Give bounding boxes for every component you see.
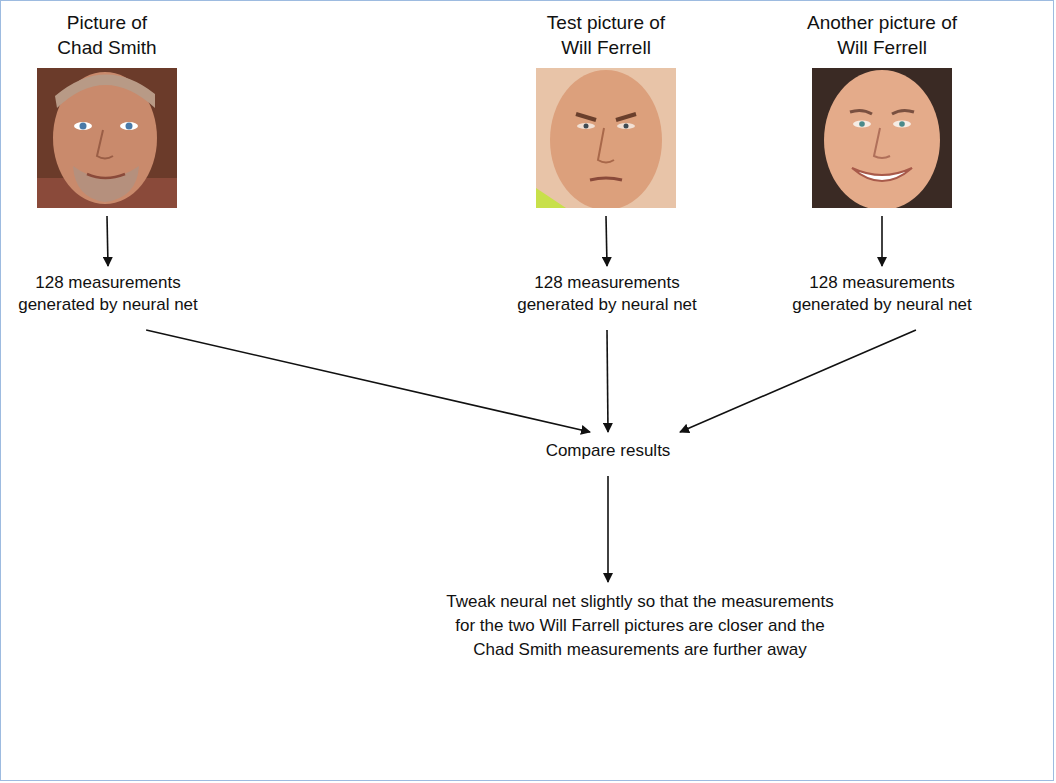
step-text: Compare results — [508, 440, 708, 462]
face-photo — [536, 68, 676, 208]
arrow-connector — [607, 476, 609, 582]
step-text: 128 measurements generated by neural net — [2, 272, 214, 316]
photo-heading: Test picture of Will Ferrell — [531, 10, 681, 60]
photo-heading: Another picture of Will Ferrell — [790, 10, 975, 60]
photo-frame — [37, 68, 177, 208]
arrow-connector — [146, 330, 590, 432]
face-photo — [37, 68, 177, 208]
photo-heading: Picture of Chad Smith — [45, 10, 170, 60]
photo-frame — [536, 68, 676, 208]
text-node: 128 measurements generated by neural net — [776, 272, 988, 316]
face-photo — [812, 68, 952, 208]
photo-node: Test picture of Will Ferrell — [486, 10, 726, 208]
photo-frame — [812, 68, 952, 208]
photo-node: Picture of Chad Smith — [0, 10, 227, 208]
text-node: Compare results — [508, 440, 708, 462]
text-node: Tweak neural net slightly so that the me… — [440, 590, 840, 662]
step-text: Tweak neural net slightly so that the me… — [440, 590, 840, 662]
step-text: 128 measurements generated by neural net — [501, 272, 713, 316]
text-node: 128 measurements generated by neural net — [501, 272, 713, 316]
arrow-connector — [881, 216, 883, 266]
arrow-connector — [107, 216, 108, 266]
step-text: 128 measurements generated by neural net — [776, 272, 988, 316]
arrow-connector — [680, 330, 916, 432]
photo-node: Another picture of Will Ferrell — [762, 10, 1002, 208]
text-node: 128 measurements generated by neural net — [2, 272, 214, 316]
arrow-connector — [606, 216, 607, 266]
arrow-connector — [607, 330, 608, 432]
